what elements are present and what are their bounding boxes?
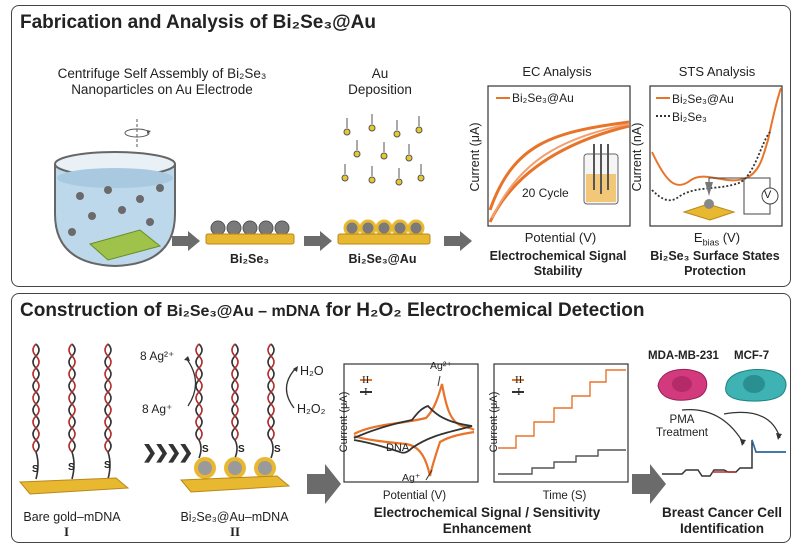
cv-ag-annotation: Ag⁺ — [402, 472, 421, 484]
bare-gold-mdna-electrode — [18, 343, 130, 495]
ag-plus-label: 8 Ag⁺ — [142, 402, 173, 416]
sts-analysis-chart — [649, 85, 783, 227]
process-arrow-3 — [444, 231, 472, 251]
bi2se3-au-label: Bi₂Se₃@Au — [348, 252, 417, 266]
silver-reaction-arrow — [184, 356, 197, 407]
bi2se3-au-substrate — [337, 219, 431, 245]
process-arrow-4 — [307, 464, 341, 504]
bi2se3-label: Bi₂Se₃ — [229, 252, 270, 266]
electrochemical-cell-icon — [583, 144, 619, 205]
thiol-mark-1: S — [32, 464, 39, 475]
process-arrow-1 — [172, 231, 200, 251]
sts-legend-1: Bi₂Se₃@Au — [672, 92, 734, 106]
cv-ylabel: Current (μA) — [338, 391, 350, 453]
rotation-icon — [124, 119, 151, 149]
h2o2-label: H₂O₂ — [297, 402, 326, 416]
ec-analysis-title: EC Analysis — [522, 64, 592, 79]
cell-label-mcf7: MCF-7 — [734, 350, 770, 362]
electrode-ii-roman: II — [230, 524, 241, 539]
pma-treatment-label: PMA Treatment — [656, 414, 708, 439]
cv-legend-i: I — [364, 386, 368, 398]
thiol-mark-3: S — [104, 460, 111, 471]
ec-ylabel: Current (μA) — [468, 122, 482, 192]
cv-legend-ii: II — [362, 374, 370, 386]
process-arrow-5 — [632, 464, 666, 504]
electrode-ii-label: Bi₂Se₃@Au–mDNA — [180, 510, 289, 524]
sts-xlabel: Ebias (V) — [693, 230, 741, 248]
centrifuge-beaker — [54, 151, 176, 268]
ec-caption: Electrochemical Signal Stability — [489, 249, 627, 278]
stm-tip-icon — [682, 177, 779, 221]
amp-legend-i: I — [517, 386, 521, 398]
bi2se3-au-mdna-electrode — [179, 343, 291, 493]
thiol-mark-6: S — [274, 444, 281, 455]
ec-analysis-chart — [487, 85, 631, 227]
amperometry-chart — [493, 363, 629, 483]
sts-ylabel: Current (nA) — [630, 122, 644, 192]
ec-legend-label: Bi₂Se₃@Au — [512, 91, 574, 105]
middle-caption: Electrochemical Signal / Sensitivity Enh… — [373, 505, 601, 536]
bi2se3-substrate — [205, 220, 295, 245]
thiol-mark-2: S — [68, 462, 75, 473]
transition-chevron-icon: ❯❯❯❯ — [142, 442, 193, 462]
ag2-plus-label: 8 Ag²⁺ — [140, 349, 175, 363]
au-deposition-label: Au Deposition — [348, 66, 412, 97]
construction-panel: Construction of Bi₂Se₃@Au – mDNA for H₂O… — [11, 293, 791, 543]
thiol-mark-4: S — [202, 444, 209, 455]
mda-cell-icon — [657, 368, 708, 401]
cell-label-mda: MDA-MB-231 — [648, 350, 719, 362]
ec-xlabel: Potential (V) — [524, 230, 597, 245]
cv-chart — [343, 363, 479, 483]
process-arrow-2 — [304, 231, 332, 251]
panel-title-fabrication: Fabrication and Analysis of Bi₂Se₃@Au — [20, 12, 376, 33]
right-caption: Breast Cancer Cell Identification — [661, 505, 783, 536]
amp-xlabel: Time (S) — [542, 490, 587, 502]
h2o-label: H₂O — [300, 364, 324, 378]
amp-ylabel: Current (μA) — [488, 391, 500, 453]
panel-title-construction: Construction of Bi₂Se₃@Au – mDNA for H₂O… — [20, 300, 645, 321]
cv-dna-annotation: DNA — [386, 442, 410, 454]
sts-legend-2: Bi₂Se₃ — [672, 110, 707, 124]
sts-caption: Bi₂Se₃ Surface States Protection — [650, 249, 780, 278]
mcf7-cell-icon — [725, 369, 787, 402]
cv-ag2-annotation: Ag²⁺ — [430, 360, 452, 372]
peroxide-reaction-arrow — [285, 366, 298, 409]
sts-meter-label: V — [764, 189, 772, 201]
cv-xlabel: Potential (V) — [382, 490, 447, 502]
au-deposition-arrows — [341, 114, 425, 186]
sts-analysis-title: STS Analysis — [678, 64, 756, 79]
electrode-i-roman: I — [64, 524, 70, 539]
fabrication-panel: Fabrication and Analysis of Bi₂Se₃@Au Ce… — [11, 5, 791, 287]
amp-legend-ii: II — [515, 374, 523, 386]
ec-cycle-annotation: 20 Cycle — [522, 186, 569, 200]
cell-signal-chart — [662, 409, 786, 477]
electrode-i-label: Bare gold–mDNA — [23, 510, 121, 524]
self-assembly-label: Centrifuge Self Assembly of Bi₂Se₃ Nanop… — [57, 66, 267, 97]
thiol-mark-5: S — [238, 444, 245, 455]
